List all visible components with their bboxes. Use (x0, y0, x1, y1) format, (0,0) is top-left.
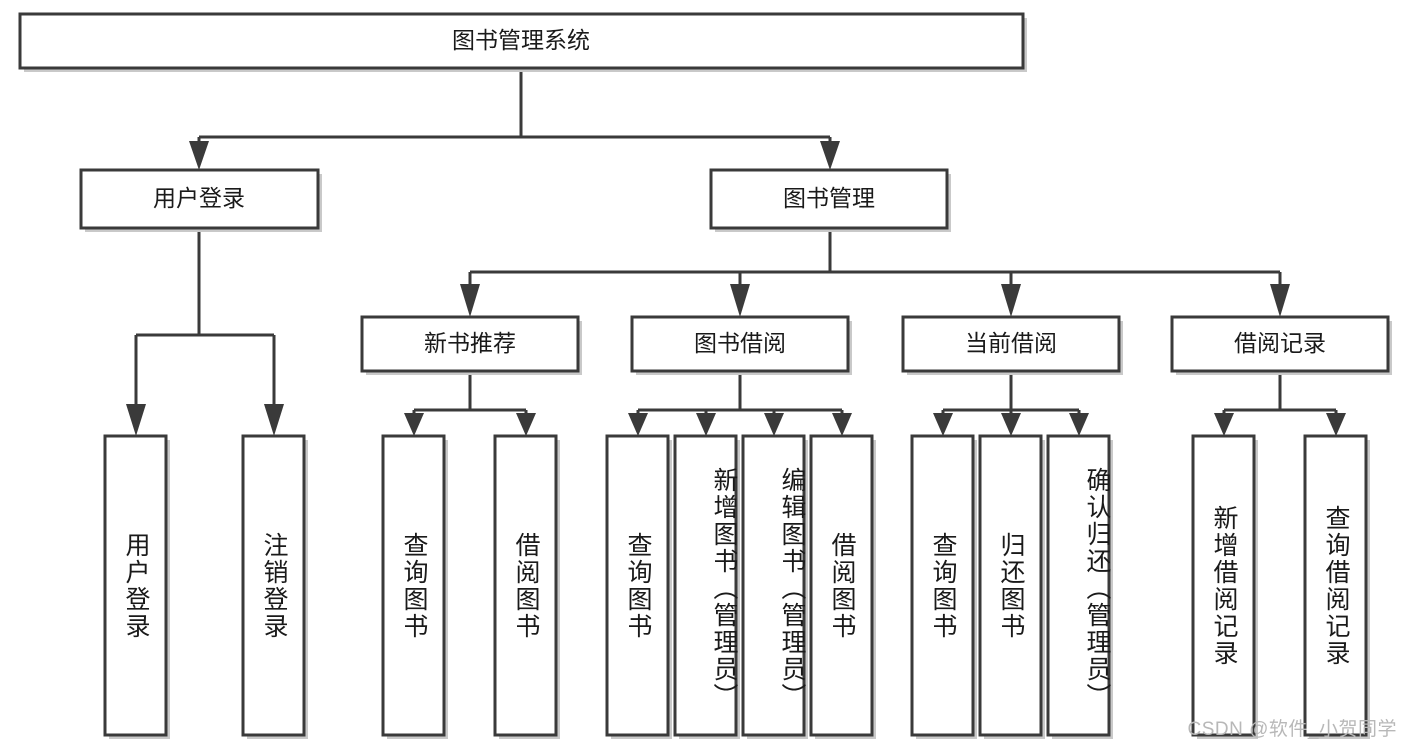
node-root-label: 图书管理系统 (452, 27, 590, 53)
node-borrow-record-box (1170, 315, 1390, 373)
arrow-head-leaf-1 (126, 404, 146, 436)
node-leaf-11-box (1046, 434, 1111, 737)
node-leaf-8-box (809, 434, 874, 737)
node-new-book-rec[interactable]: 新书推荐 (360, 315, 582, 375)
node-new-book-rec-box (360, 315, 580, 373)
watermark-text: CSDN @软件_小贺同学 (1187, 719, 1397, 740)
node-book-manage-label: 图书管理 (783, 185, 875, 211)
node-leaf-6[interactable] (673, 434, 740, 739)
connector-group-root (189, 68, 840, 170)
arrow-head-borrow-record (1270, 284, 1290, 317)
arrow-head-leaf-9 (933, 413, 953, 436)
node-current-borrow-box (901, 315, 1121, 373)
arrow-head-leaf-4 (516, 413, 536, 436)
node-leaf-12-box (1191, 434, 1256, 737)
arrow-head-to-user-login (189, 141, 209, 170)
node-leaf-9-box (910, 434, 975, 737)
node-user-login-label: 用户登录 (153, 185, 245, 211)
arrow-head-leaf-7 (764, 413, 784, 436)
node-leaf-2[interactable] (241, 434, 308, 739)
node-leaf-13[interactable] (1303, 434, 1370, 739)
arrow-head-leaf-10 (1001, 413, 1021, 436)
node-book-manage[interactable]: 图书管理 (709, 168, 951, 232)
node-borrow-record-label: 借阅记录 (1234, 330, 1326, 356)
node-leaf-3-box (381, 434, 446, 737)
node-leaf-3[interactable] (381, 434, 448, 739)
node-leaf-5-box (605, 434, 670, 737)
node-leaf-9[interactable] (910, 434, 977, 739)
arrow-head-leaf-11 (1069, 413, 1089, 436)
node-book-borrow-label: 图书借阅 (694, 330, 786, 356)
connector-group-book-borrow (628, 374, 852, 436)
arrow-head-leaf-5 (628, 413, 648, 436)
node-book-manage-box (709, 168, 949, 230)
node-leaf-10[interactable] (978, 434, 1045, 739)
node-user-login-box (79, 168, 320, 230)
node-current-borrow[interactable]: 当前借阅 (901, 315, 1123, 375)
node-leaf-12[interactable] (1191, 434, 1258, 739)
arrow-head-leaf-8 (832, 413, 852, 436)
node-leaf-10-box (978, 434, 1043, 737)
connector-group-new-book-rec (404, 374, 536, 436)
arrow-head-leaf-3 (404, 413, 424, 436)
node-borrow-record[interactable]: 借阅记录 (1170, 315, 1392, 375)
node-book-borrow-box (630, 315, 850, 373)
node-leaf-5[interactable] (605, 434, 672, 739)
node-leaf-11[interactable] (1046, 434, 1113, 739)
node-book-borrow[interactable]: 图书借阅 (630, 315, 852, 375)
arrow-head-leaf-13 (1326, 413, 1346, 436)
arrow-head-new-book-rec (460, 284, 480, 317)
arrow-head-current-borrow (1001, 284, 1021, 317)
node-leaf-6-box (673, 434, 738, 737)
node-leaf-4[interactable] (493, 434, 560, 739)
arrow-head-book-borrow (730, 284, 750, 317)
node-current-borrow-label: 当前借阅 (965, 330, 1057, 356)
node-new-book-rec-label: 新书推荐 (424, 330, 516, 356)
node-leaf-8[interactable] (809, 434, 876, 739)
connector-group-book-manage (460, 232, 1290, 317)
node-root-box (18, 12, 1025, 70)
node-user-login[interactable]: 用户登录 (79, 168, 322, 232)
node-leaf-1-box (103, 434, 168, 737)
arrow-head-leaf-6 (696, 413, 716, 436)
arrow-head-to-book-manage (820, 141, 840, 170)
connector-group-user-login (126, 232, 284, 436)
node-leaf-4-box (493, 434, 558, 737)
connector-group-borrow-record (1214, 374, 1346, 436)
node-leaf-13-box (1303, 434, 1368, 737)
node-root[interactable]: 图书管理系统 (18, 12, 1027, 72)
arrow-head-leaf-2 (264, 404, 284, 436)
arrow-head-leaf-12 (1214, 413, 1234, 436)
connector-group-current-borrow (933, 374, 1089, 436)
node-leaf-1[interactable] (103, 434, 170, 739)
node-leaf-7[interactable] (741, 434, 808, 739)
node-leaf-7-box (741, 434, 806, 737)
node-leaf-2-box (241, 434, 306, 737)
